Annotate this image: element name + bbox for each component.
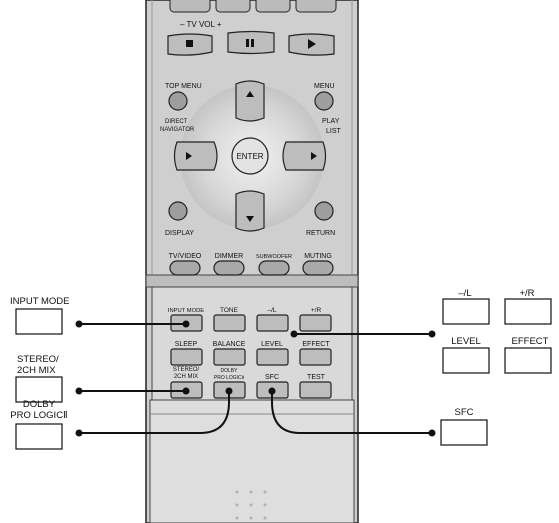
top-button-row — [169, 0, 337, 13]
callout-level-box — [442, 347, 490, 374]
callout-sfc-label: SFC — [455, 407, 474, 418]
plus-r-button[interactable] — [299, 314, 332, 332]
dimmer-button[interactable] — [213, 260, 245, 276]
subwoofer-label: SUBWOOFER — [256, 254, 292, 260]
pause-button[interactable] — [227, 30, 275, 55]
callout-input-mode-label: INPUT MODE — [10, 296, 69, 307]
balance-label: BALANCE — [213, 341, 246, 348]
right-button[interactable] — [282, 141, 327, 171]
up-arrow-icon — [246, 91, 254, 97]
dimmer-label: DIMMER — [215, 253, 243, 260]
sleep-button[interactable] — [170, 348, 203, 366]
return-label: RETURN — [306, 230, 335, 237]
stereo-label-line2: 2CH MIX — [174, 374, 198, 380]
tv-video-label: TV/VIDEO — [169, 253, 202, 260]
callout-lines — [79, 323, 432, 434]
display-label: DISPLAY — [165, 230, 194, 237]
display-button[interactable] — [168, 201, 188, 221]
test-label: TEST — [307, 374, 326, 381]
play-button[interactable] — [288, 33, 335, 56]
level-button[interactable] — [256, 348, 289, 366]
callout-effect-label: EFFECT — [512, 336, 549, 347]
callout-minus-l-box — [442, 298, 490, 325]
left-arrow-icon — [186, 152, 192, 160]
minus-l-button[interactable] — [256, 314, 289, 332]
callout-stereo-box — [15, 376, 63, 403]
test-button[interactable] — [299, 381, 332, 399]
level-label: LEVEL — [261, 341, 283, 348]
top-menu-label: TOP MENU — [165, 83, 202, 90]
down-button[interactable] — [235, 190, 265, 232]
callout-dolby-box — [15, 423, 63, 450]
play-label: PLAY — [322, 118, 340, 125]
callout-dolby-label-line2: PRO LOGICⅡ — [10, 410, 67, 421]
stereo-label-line1: STEREO/ — [173, 367, 200, 373]
callout-sfc-box — [440, 419, 488, 446]
enter-button[interactable]: ENTER — [231, 137, 269, 175]
callout-plus-r-box — [504, 298, 552, 325]
tone-label: TONE — [220, 307, 239, 314]
navigator-label: NAVIGATOR — [160, 127, 195, 133]
callout-stereo-label-line1: STEREO/ — [17, 354, 59, 365]
list-label: LIST — [326, 128, 342, 135]
sleep-label: SLEEP — [175, 341, 198, 348]
callout-input-mode-box — [15, 308, 63, 335]
stop-button[interactable] — [167, 33, 213, 56]
callout-stereo-label-line2: 2CH MIX — [17, 365, 56, 376]
dolby-label-line2: PRO LOGICⅡ — [214, 375, 244, 381]
input-mode-label: INPUT MODE — [168, 308, 204, 314]
speaker-dots — [235, 490, 267, 520]
return-button[interactable] — [314, 201, 334, 221]
tv-vol-label: – TV VOL + — [180, 20, 222, 29]
callout-dolby-label-line1: DOLBY — [23, 399, 56, 410]
up-button[interactable] — [235, 80, 265, 122]
direct-label: DIRECT — [165, 119, 188, 125]
effect-button[interactable] — [299, 348, 332, 366]
plus-r-label: +/R — [311, 307, 322, 314]
down-arrow-icon — [246, 216, 254, 222]
tv-video-button[interactable] — [169, 260, 201, 276]
left-button[interactable] — [173, 141, 218, 171]
menu-label: MENU — [314, 83, 335, 90]
callout-minus-l-label: –/L — [458, 288, 471, 299]
muting-label: MUTING — [304, 253, 332, 260]
minus-l-label: –/L — [267, 307, 276, 314]
top-menu-button[interactable] — [168, 91, 188, 111]
enter-label: ENTER — [236, 152, 263, 161]
effect-label: EFFECT — [302, 341, 330, 348]
muting-button[interactable] — [302, 260, 334, 276]
callout-dots — [75, 320, 436, 437]
dolby-label-line1: DOLBY — [221, 368, 239, 374]
callout-plus-r-label: +/R — [519, 288, 534, 299]
pause-icon — [246, 39, 254, 47]
play-icon — [308, 39, 316, 49]
callout-effect-box — [504, 347, 552, 374]
tone-button[interactable] — [213, 314, 246, 332]
stop-icon — [186, 40, 193, 47]
menu-button[interactable] — [314, 91, 334, 111]
balance-button[interactable] — [213, 348, 246, 366]
right-arrow-icon — [311, 152, 317, 160]
subwoofer-button[interactable] — [258, 260, 290, 276]
sfc-label: SFC — [265, 374, 279, 381]
callout-level-label: LEVEL — [451, 336, 481, 347]
